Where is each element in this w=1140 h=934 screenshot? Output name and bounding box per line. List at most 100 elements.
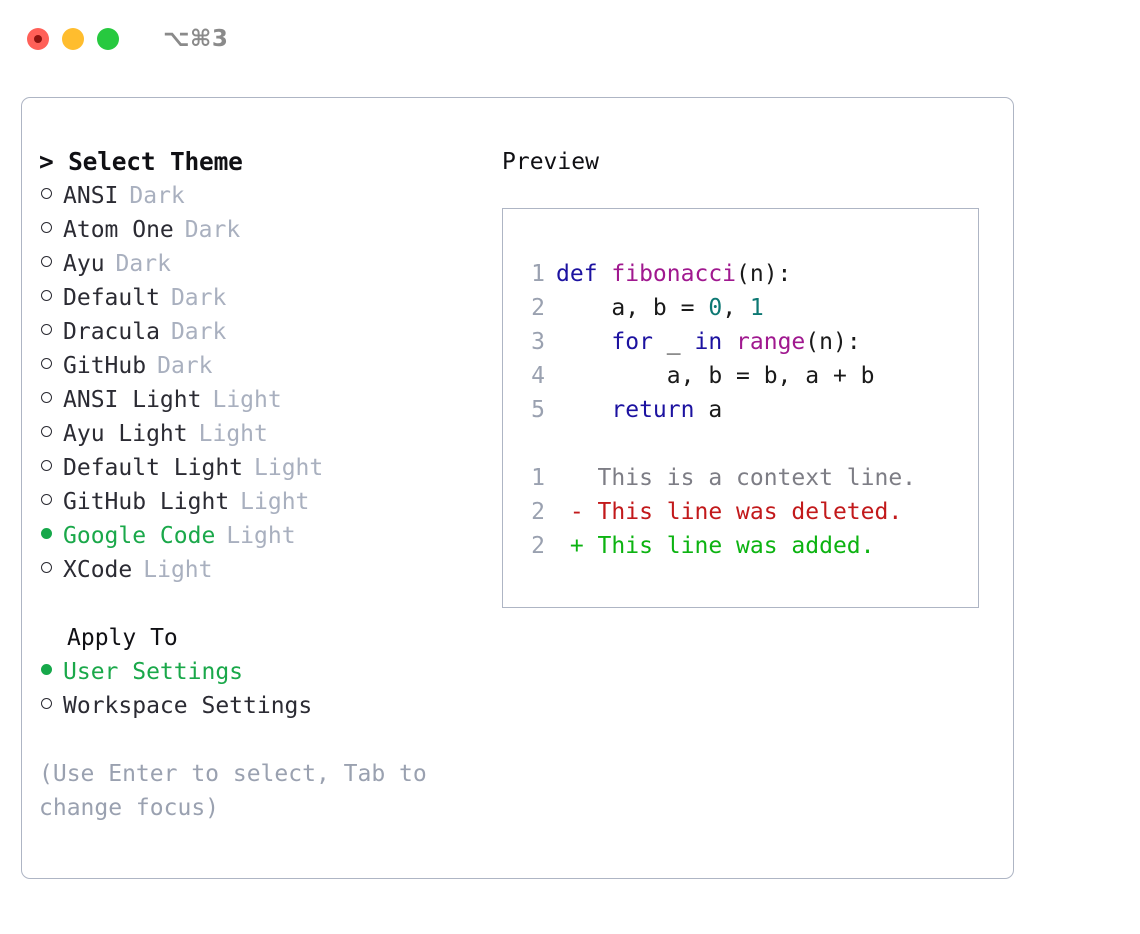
hint-text: (Use Enter to select, Tab to change focu… <box>39 761 441 821</box>
theme-list-item[interactable]: XCode Light <box>39 553 502 587</box>
code-line-number: 3 <box>531 329 545 355</box>
code-line-number: 4 <box>531 363 545 389</box>
theme-list-item[interactable]: ANSI Light Light <box>39 383 502 417</box>
code-line: 4 a, b = b, a + b <box>519 359 978 393</box>
code-token-pl: (n): <box>805 329 861 355</box>
theme-variant-tag: Dark <box>170 319 227 345</box>
code-token-kw: in <box>694 329 723 355</box>
theme-list-item[interactable]: Ayu Dark <box>39 247 502 281</box>
diff-line-number: 2 <box>531 533 545 559</box>
traffic-light-group <box>27 28 119 50</box>
code-token-fn: fibonacci <box>611 261 737 287</box>
code-line: 1 def fibonacci(n): <box>519 257 978 291</box>
code-line: 2 a, b = 0, 1 <box>519 291 978 325</box>
code-line-text: a, b = 0, 1 <box>556 291 764 325</box>
theme-variant-tag: Light <box>240 489 310 515</box>
close-button-icon[interactable] <box>27 28 49 50</box>
diff-line: 2 - This line was deleted. <box>519 495 978 529</box>
diff-line-text: This is a context line. <box>556 465 917 491</box>
theme-list-item[interactable]: Default Light Light <box>39 451 502 485</box>
keyboard-shortcut-label: ⌥⌘3 <box>163 26 229 52</box>
code-token-pl: a, b = <box>556 295 709 321</box>
theme-variant-tag: Dark <box>157 353 213 379</box>
theme-variant-tag: Light <box>198 421 268 447</box>
diff-line-number: 1 <box>531 465 545 491</box>
diff-line-text: + This line was added. <box>556 533 875 559</box>
theme-name: GitHub Light <box>63 489 230 515</box>
diff-line-number: 2 <box>531 499 545 525</box>
apply-to-option[interactable]: User Settings <box>39 655 502 689</box>
code-line-text: a, b = b, a + b <box>556 359 875 393</box>
code-line-number: 1 <box>531 261 545 287</box>
apply-to-option-label: Workspace Settings <box>63 693 313 719</box>
code-token-kw: for <box>611 329 653 355</box>
code-line: 5 return a <box>519 393 978 427</box>
apply-to-label: Apply To <box>67 625 178 651</box>
titlebar: ⌥⌘3 <box>0 0 1140 78</box>
theme-list-item[interactable]: Atom One Dark <box>39 213 502 247</box>
theme-list-item[interactable]: Default Dark <box>39 281 502 315</box>
theme-name: Ayu Light <box>63 421 188 447</box>
code-token-pl: a, b = b, a + b <box>556 363 875 389</box>
theme-variant-tag: Light <box>212 387 282 413</box>
theme-variant-tag: Light <box>226 523 296 549</box>
code-token-pl: (n): <box>736 261 792 287</box>
theme-name: GitHub <box>63 353 147 379</box>
code-token-num: 1 <box>749 295 764 321</box>
theme-name: Ayu <box>63 251 105 277</box>
section-spacer <box>39 587 502 621</box>
theme-variant-tag: Light <box>254 455 324 481</box>
theme-list-item[interactable]: GitHub Light Light <box>39 485 502 519</box>
theme-variant-tag: Dark <box>184 217 241 243</box>
code-blank-line <box>519 427 978 461</box>
theme-list-item[interactable]: Google Code Light <box>39 519 502 553</box>
code-line-text: for _ in range(n): <box>556 325 861 359</box>
theme-variant-tag: Dark <box>115 251 171 277</box>
theme-name: ANSI <box>63 183 119 209</box>
code-token-pl <box>556 397 611 423</box>
theme-variant-tag: Light <box>143 557 213 583</box>
minimize-button-icon[interactable] <box>62 28 84 50</box>
code-token-pl: , <box>722 295 750 321</box>
theme-name: Atom One <box>63 217 174 243</box>
code-token-pl: a <box>694 397 723 423</box>
theme-variant-tag: Dark <box>170 285 227 311</box>
code-token-pl: _ <box>652 329 695 355</box>
code-token-num: 0 <box>708 295 723 321</box>
code-line-text: def fibonacci(n): <box>556 257 791 291</box>
preview-title: Preview <box>502 149 599 175</box>
diff-lines: 1 This is a context line.2 - This line w… <box>519 461 978 563</box>
theme-list-item[interactable]: Ayu Light Light <box>39 417 502 451</box>
diff-line-text: - This line was deleted. <box>556 499 903 525</box>
code-line-text: return a <box>556 393 722 427</box>
theme-list-item[interactable]: GitHub Dark <box>39 349 502 383</box>
theme-name: ANSI Light <box>63 387 202 413</box>
code-token-kw: def <box>556 261 612 287</box>
page-title: > Select Theme <box>39 147 243 176</box>
code-token-fn: range <box>736 329 806 355</box>
code-token-kw: return <box>611 397 695 423</box>
diff-line: 1 This is a context line. <box>519 461 978 495</box>
code-line: 3 for _ in range(n): <box>519 325 978 359</box>
maximize-button-icon[interactable] <box>97 28 119 50</box>
code-token-pl <box>556 329 611 355</box>
theme-name: Default Light <box>63 455 244 481</box>
theme-name: Default <box>63 285 160 311</box>
theme-name: Google Code <box>63 523 216 549</box>
code-line-number: 2 <box>531 295 545 321</box>
code-token-pl <box>722 329 736 355</box>
theme-name: XCode <box>63 557 133 583</box>
apply-to-option[interactable]: Workspace Settings <box>39 689 502 723</box>
apply-to-option-label: User Settings <box>63 659 244 685</box>
